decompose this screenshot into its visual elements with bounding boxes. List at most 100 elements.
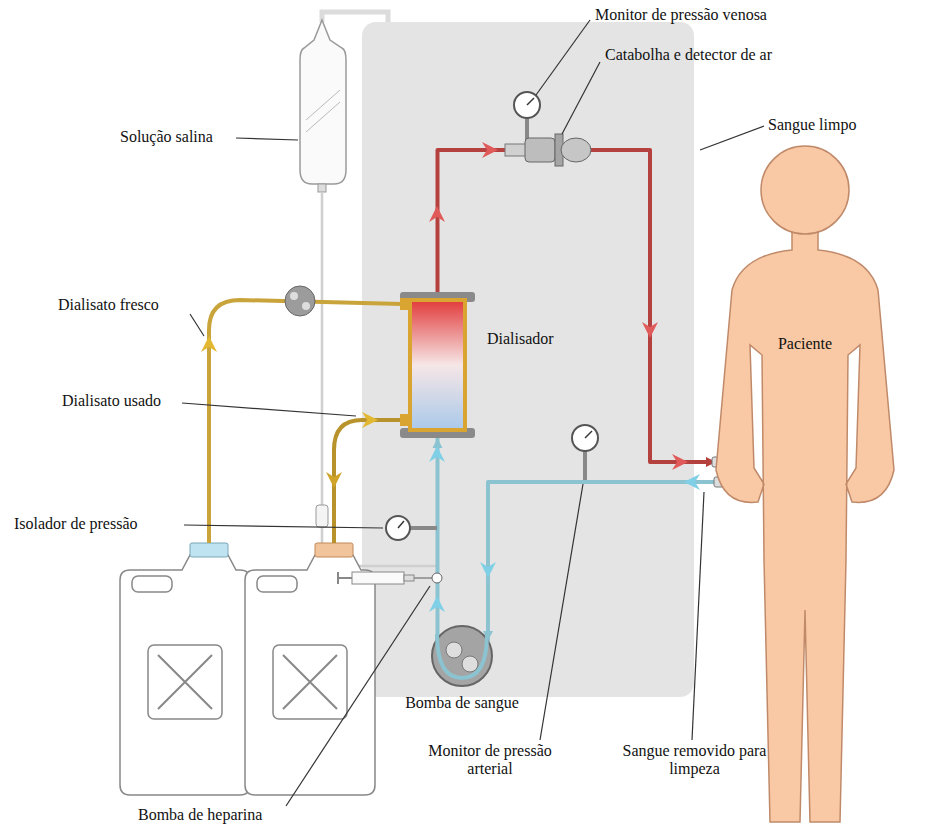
heparin-syringe	[414, 577, 432, 579]
arterial-blood-line	[488, 482, 718, 641]
dialysate-tube	[209, 300, 402, 543]
arterial-pressure-monitor	[572, 425, 598, 480]
dialysate-jug	[148, 645, 222, 719]
callout-label: Dialisato usado	[62, 392, 161, 410]
saline-bag	[318, 184, 326, 192]
leader-line	[562, 62, 600, 134]
patient-figure-outline	[700, 140, 910, 825]
flow-chevron	[684, 474, 700, 490]
venous-pressure-monitor	[514, 92, 540, 118]
arterial-pressure-monitor	[585, 431, 592, 438]
node-label: Paciente	[778, 335, 832, 353]
pump-housing	[432, 626, 492, 686]
arterial-pressure-monitor	[583, 450, 587, 480]
venous-pressure-monitor	[514, 92, 540, 145]
node-label: Dialisador	[487, 330, 554, 348]
dialysate-jug	[120, 543, 250, 795]
callout-label: Sangue limpo	[768, 116, 856, 134]
arterial-pressure-monitor	[572, 425, 598, 451]
flow-chevron	[429, 596, 445, 612]
machine-panel	[322, 12, 694, 697]
blood-pump-outline	[430, 624, 494, 688]
leader-line	[540, 484, 583, 740]
dialyzer-box-outline	[400, 292, 475, 438]
venous-pressure-monitor	[527, 98, 534, 105]
venous-blood-line	[438, 150, 717, 462]
node-text-box: Dialisador	[487, 330, 554, 348]
dialysate-pump	[285, 286, 315, 316]
callout-box: Monitor de pressão arterial	[425, 742, 555, 779]
dialysate-jug	[245, 555, 375, 795]
dialysate-jug	[257, 576, 297, 592]
dialysate-port	[400, 298, 412, 310]
pressure-isolator	[386, 516, 410, 540]
callout-box: Monitor de pressão venosa	[595, 6, 767, 24]
callout-label: Catabolha e detector de ar	[605, 46, 772, 64]
dialysate-jug	[315, 543, 353, 557]
node-label: Bomba de sangue	[405, 694, 519, 712]
dialysate-jug	[273, 645, 347, 719]
node-text-box: Paciente	[778, 335, 832, 353]
dialyzer-body	[410, 300, 465, 430]
machine-panel	[362, 22, 694, 697]
dialysate-pump	[290, 292, 298, 300]
node-text-box: Bomba de sangue	[405, 694, 519, 712]
callout-box: Catabolha e detector de ar	[605, 46, 772, 64]
dialysate-pump	[285, 286, 315, 316]
leader-line	[184, 525, 383, 528]
heparin-syringe	[338, 572, 442, 584]
flow-chevron	[672, 454, 688, 470]
bubble-trap	[525, 138, 555, 162]
flow-chevron	[642, 322, 658, 338]
patient-figure: Paciente	[700, 140, 910, 825]
dialysate-jug	[132, 576, 172, 592]
flow-chevron	[429, 446, 445, 462]
callout-label: Sangue removido para limpeza	[612, 742, 777, 779]
dialysate-tube	[209, 300, 402, 543]
callout-label: Dialisato fresco	[58, 296, 159, 314]
heparin-syringe	[338, 572, 352, 584]
callout-box: Dialisato fresco	[58, 296, 159, 314]
callout-box: Sangue removido para limpeza	[612, 742, 777, 779]
saline-bag	[300, 20, 346, 184]
flow-chevron	[326, 472, 342, 488]
pump-roller	[462, 656, 478, 672]
leader-line	[692, 492, 704, 740]
dialysate-jug	[120, 555, 250, 795]
leader-line	[236, 138, 298, 140]
blood-pump: Bomba de sangue	[430, 624, 494, 688]
flow-chevron	[362, 412, 378, 428]
patient-silhouette	[716, 228, 894, 822]
heparin-syringe	[404, 575, 414, 581]
bubble-trap	[505, 144, 527, 156]
leader-line	[190, 314, 204, 336]
callout-box: Solução salina	[120, 128, 213, 146]
leader-line	[182, 20, 764, 806]
patient-head	[761, 146, 849, 234]
pump-roller	[446, 642, 462, 658]
flow-chevron	[201, 142, 700, 612]
callout-label: Bomba de heparina	[138, 806, 262, 824]
leader-line	[182, 403, 356, 416]
bubble-trap	[561, 138, 591, 162]
callout-box: Dialisato usado	[62, 392, 161, 410]
callout-label: Isolador de pressão	[14, 515, 138, 533]
dialysate-jug	[283, 655, 337, 709]
dialysate-pump	[302, 302, 310, 310]
saline-bag	[306, 90, 340, 132]
pressure-isolator	[410, 526, 437, 530]
callout-box: Isolador de pressão	[14, 515, 138, 533]
callout-box: Sangue limpo	[768, 116, 856, 134]
dialyzer-box: Dialisador	[400, 292, 475, 438]
flow-chevron	[480, 562, 496, 578]
dialysate-jug	[190, 543, 228, 557]
bubble-trap	[505, 134, 591, 166]
flow-chevron	[429, 206, 445, 222]
callout-label: Monitor de pressão venosa	[595, 6, 767, 24]
heparin-syringe	[352, 572, 404, 584]
callout-box: Bomba de heparina	[138, 806, 262, 824]
callout-label: Monitor de pressão arterial	[425, 742, 555, 779]
heparin-syringe	[432, 573, 442, 583]
